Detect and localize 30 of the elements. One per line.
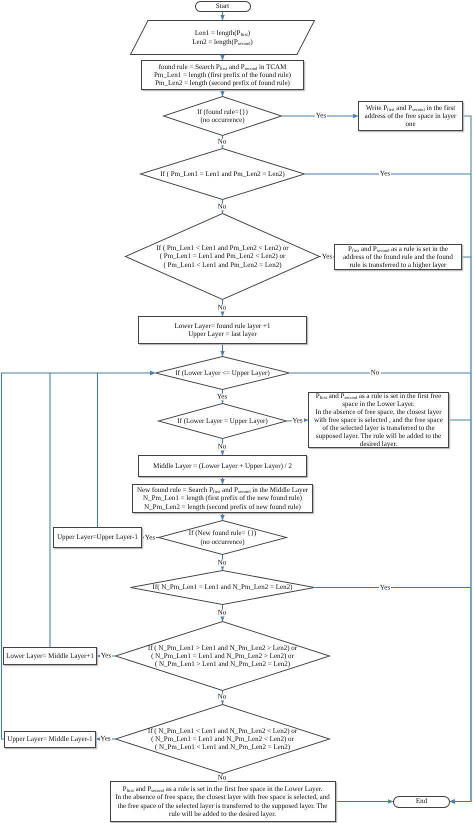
process-box: [110, 781, 336, 822]
process-box: [132, 484, 313, 513]
flow-arrow: [220, 513, 225, 521]
process-box: [334, 244, 462, 270]
flow-arrow: [220, 200, 225, 214]
flow-arrow: [220, 12, 225, 21]
flow-arrow: [220, 439, 225, 456]
flow-arrow: [220, 555, 225, 571]
flow-arrow: [220, 691, 225, 705]
flow-arrow: [220, 300, 225, 317]
flow-arrow: [220, 55, 225, 61]
terminator: [393, 796, 450, 808]
flow-arrow: [220, 136, 225, 149]
flow-arrow: [315, 586, 472, 804]
process-box: [4, 730, 96, 748]
process-box: [308, 392, 449, 448]
flow-arrow: [220, 605, 225, 622]
flow-arrow: [220, 344, 225, 357]
process-box: [53, 527, 142, 548]
process-box: [141, 60, 304, 90]
process-box: [138, 455, 307, 477]
flow-arrow: [282, 114, 359, 118]
process-box: [358, 101, 463, 131]
process-box: [3, 647, 97, 665]
process-box: [138, 316, 307, 344]
terminator: [194, 1, 250, 12]
flow-arrow: [220, 90, 225, 97]
flow-arrow: [0, 370, 156, 740]
flow-arrow: [336, 799, 394, 804]
flow-arrow: [220, 477, 225, 485]
